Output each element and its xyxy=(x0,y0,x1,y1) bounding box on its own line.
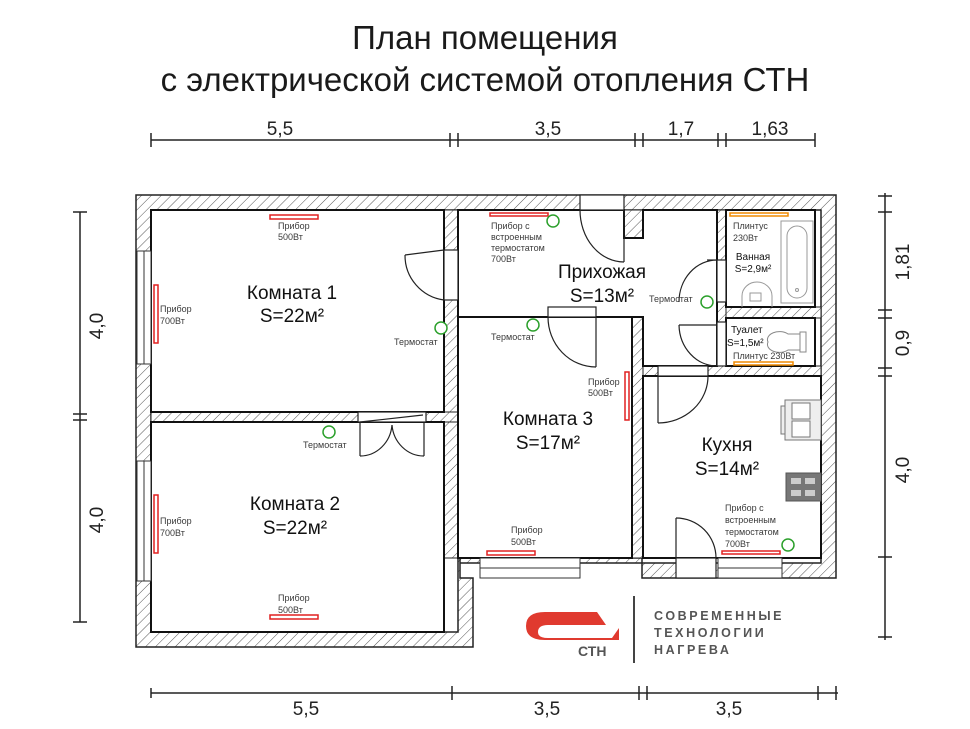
room1-left-label-2: 700Вт xyxy=(160,316,185,326)
hall-area: S=13м² xyxy=(570,286,634,307)
bathtub-icon xyxy=(780,220,814,304)
heater-kitchen xyxy=(721,550,781,555)
room3-bottom-label-1: Прибор xyxy=(511,525,543,535)
heater-room3-right xyxy=(624,371,630,421)
thermostat-room2-icon xyxy=(322,425,336,439)
bath-name: Ванная xyxy=(736,252,770,263)
room3-bottom-label-2: 500Вт xyxy=(511,537,536,547)
kitchen-device-label-2: встроенным xyxy=(725,515,776,525)
heater-hall xyxy=(489,212,549,217)
kitchen-area: S=14м² xyxy=(695,459,759,480)
kitchen-name: Кухня xyxy=(702,435,753,456)
bath-area: S=2,9м² xyxy=(735,264,772,275)
stove-icon xyxy=(785,472,822,502)
toilet-plinth-label: Плинтус 230Вт xyxy=(733,351,795,361)
room3-area: S=17м² xyxy=(516,433,580,454)
dimension-bottom xyxy=(150,686,838,700)
plinths xyxy=(729,212,794,366)
hall-device-label-2: встроенным xyxy=(491,232,542,242)
room1-left-label-1: Прибор xyxy=(160,304,192,314)
hall-name: Прихожая xyxy=(558,262,646,283)
toilet-icon xyxy=(766,331,807,353)
heater-room2-bottom xyxy=(269,614,319,620)
dim-left-1: 4,0 xyxy=(87,313,108,339)
dimension-top xyxy=(150,133,816,147)
dim-top-4: 1,63 xyxy=(752,119,789,140)
dim-bottom-1: 5,5 xyxy=(293,699,319,720)
thermostat-hall-icon xyxy=(700,295,714,309)
logo-mark: СТН xyxy=(578,643,606,659)
dim-bottom-2: 3,5 xyxy=(534,699,560,720)
room3-right-label-2: 500Вт xyxy=(588,388,613,398)
room2-bottom-label-2: 500Вт xyxy=(278,605,303,615)
kitchen-device-label-1: Прибор с xyxy=(725,503,764,513)
dim-right-2: 0,9 xyxy=(893,330,914,356)
hall-device-label-3: термостатом xyxy=(491,243,545,253)
logo-line-2: ТЕХНОЛОГИИ xyxy=(654,626,767,640)
heaters xyxy=(153,212,781,620)
dim-top-3: 1,7 xyxy=(668,119,694,140)
kitchen-device-label-4: 700Вт xyxy=(725,539,750,549)
room2-area: S=22м² xyxy=(263,518,327,539)
room2-bottom-label-1: Прибор xyxy=(278,593,310,603)
thermostat-kitchen-icon xyxy=(781,538,795,552)
dim-right-3: 4,0 xyxy=(893,457,914,483)
kitchen-device-label-3: термостатом xyxy=(725,527,779,537)
logo-text: СОВРЕМЕННЫЕ ТЕХНОЛОГИИ НАГРЕВА xyxy=(654,608,784,659)
room2-name: Комната 2 xyxy=(250,494,340,515)
room3-right-label-1: Прибор xyxy=(588,377,620,387)
bath-plinth-label-2: 230Вт xyxy=(733,233,758,243)
hall-device-label-4: 700Вт xyxy=(491,254,516,264)
plinth-toilet xyxy=(733,361,794,366)
dim-right-1: 1,81 xyxy=(893,244,914,281)
room1-top-label-2: 500Вт xyxy=(278,232,303,242)
dim-left-2: 4,0 xyxy=(87,507,108,533)
title-line-1: План помещения xyxy=(352,19,618,56)
room1-name: Комната 1 xyxy=(247,283,337,304)
logo-line-1: СОВРЕМЕННЫЕ xyxy=(654,609,785,623)
thermostat-hall-device-icon xyxy=(546,214,560,228)
hall-thermostat-label: Термостат xyxy=(649,294,693,304)
dim-top-2: 3,5 xyxy=(535,119,561,140)
sink-icon xyxy=(741,281,773,307)
device-labels: Прибор 500Вт Прибор 700Вт Термостат Приб… xyxy=(160,221,795,615)
room3-name: Комната 3 xyxy=(503,409,593,430)
room1-top-label-1: Прибор xyxy=(278,221,310,231)
hall-device-label-1: Прибор с xyxy=(491,221,530,231)
kitchen-sink-icon xyxy=(780,399,822,441)
thermostat-room3-icon xyxy=(526,318,540,332)
logo-line-3: НАГРЕВА xyxy=(654,643,732,657)
heater-room3-bottom xyxy=(486,550,536,556)
windows xyxy=(136,250,783,582)
heater-room2-left xyxy=(153,494,159,554)
room2-left-label-2: 700Вт xyxy=(160,528,185,538)
thermostat-room1-icon xyxy=(434,321,448,335)
thermostats xyxy=(322,214,795,552)
toilet-area: S=1,5м² xyxy=(727,338,764,349)
room-floors xyxy=(150,209,822,633)
toilet-name: Туалет xyxy=(731,325,763,336)
room2-thermostat-label: Термостат xyxy=(303,440,347,450)
dimension-left xyxy=(73,211,87,623)
heater-room1-left xyxy=(153,284,159,344)
heater-room1-top xyxy=(269,214,319,220)
dim-top-1: 5,5 xyxy=(267,119,293,140)
plinth-bath xyxy=(729,212,789,217)
room1-thermostat-label: Термостат xyxy=(394,337,438,347)
room3-thermostat-label: Термостат xyxy=(491,332,535,342)
room2-left-label-1: Прибор xyxy=(160,516,192,526)
doors xyxy=(357,194,727,579)
logo-icon: СТН xyxy=(526,612,619,659)
bath-plinth-label-1: Плинтус xyxy=(733,221,768,231)
dim-bottom-3: 3,5 xyxy=(716,699,742,720)
title-line-2: с электрической системой отопления СТН xyxy=(160,61,810,98)
dimension-right xyxy=(878,193,892,640)
room1-area: S=22м² xyxy=(260,306,324,327)
